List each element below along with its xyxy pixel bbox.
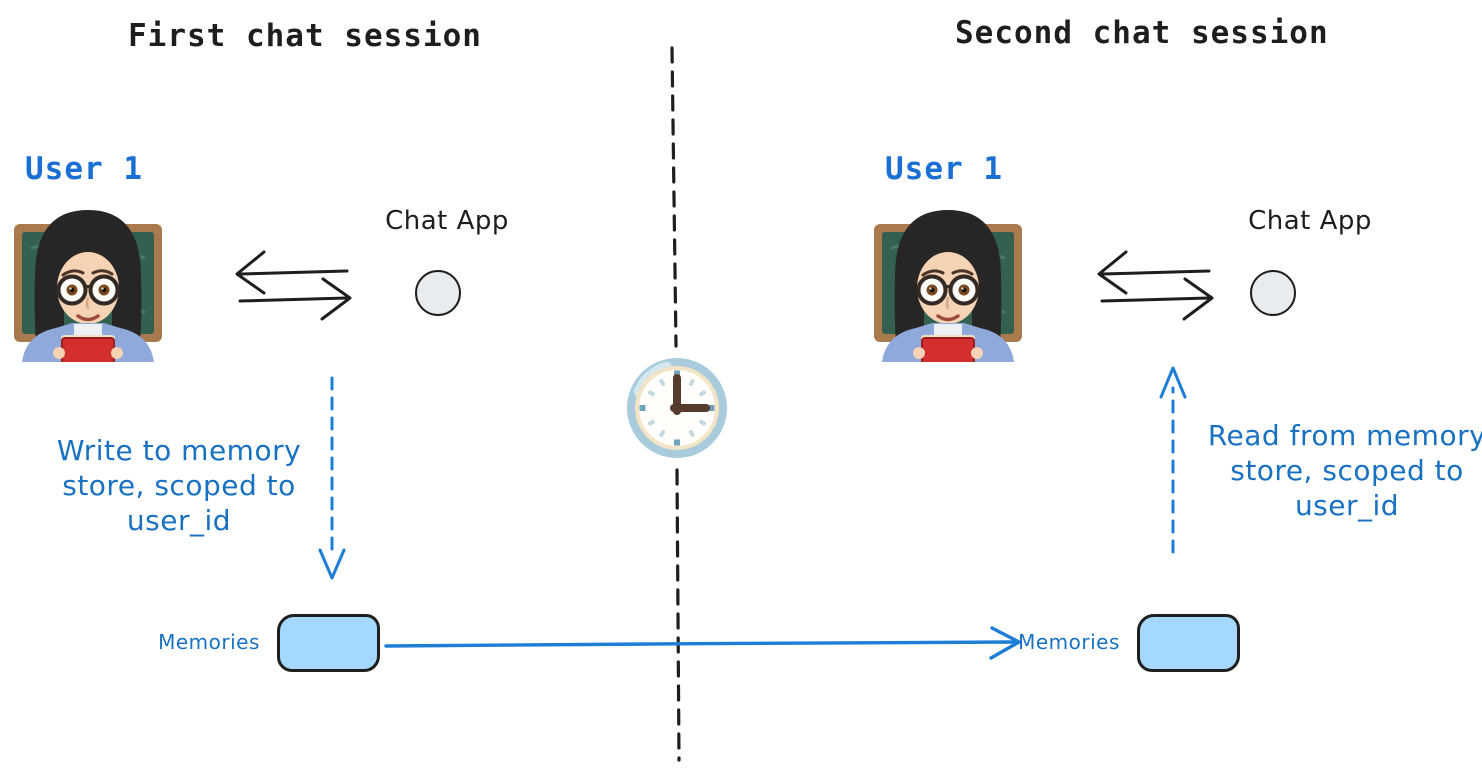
left-chat-app-node circle-node — [415, 270, 461, 316]
annotation-line: user_id — [126, 504, 232, 537]
woman-teacher-emoji — [8, 196, 168, 366]
annotation-line: store, scoped to — [1230, 454, 1464, 487]
memory-transfer-arrow — [384, 626, 1021, 660]
annotation-line: Read from memory — [1207, 419, 1482, 452]
write-memory-dashed-down-arrow — [318, 376, 346, 580]
right-memories-label: Memories — [1018, 630, 1120, 654]
left-chat-message-arrows bidirectional-arrows — [235, 250, 352, 321]
right-chat-app-node circle-node — [1250, 270, 1296, 316]
left-session-title: First chat session — [128, 18, 482, 54]
read-memory-annotation: Read from memory store, scoped to user_i… — [1208, 418, 1482, 523]
left-memories-label: Memories — [158, 630, 260, 654]
right-chat-message-arrows bidirectional-arrows — [1097, 250, 1214, 321]
woman-teacher-emoji — [868, 196, 1028, 366]
right-memories-box — [1137, 614, 1240, 672]
write-memory-annotation: Write to memory store, scoped to user_id — [57, 433, 301, 538]
annotation-line: user_id — [1294, 489, 1400, 522]
right-session-title: Second chat session — [955, 15, 1329, 51]
right-user-label: User 1 — [885, 151, 1003, 187]
right-chat-app-label: Chat App — [1248, 206, 1372, 236]
left-chat-app-label: Chat App — [385, 206, 509, 236]
clock-icon — [625, 356, 729, 464]
left-user-label: User 1 — [25, 151, 143, 187]
read-memory-dashed-up-arrow — [1159, 366, 1187, 554]
annotation-line: store, scoped to — [62, 469, 296, 502]
left-memories-box — [277, 614, 380, 672]
annotation-line: Write to memory — [56, 434, 302, 467]
